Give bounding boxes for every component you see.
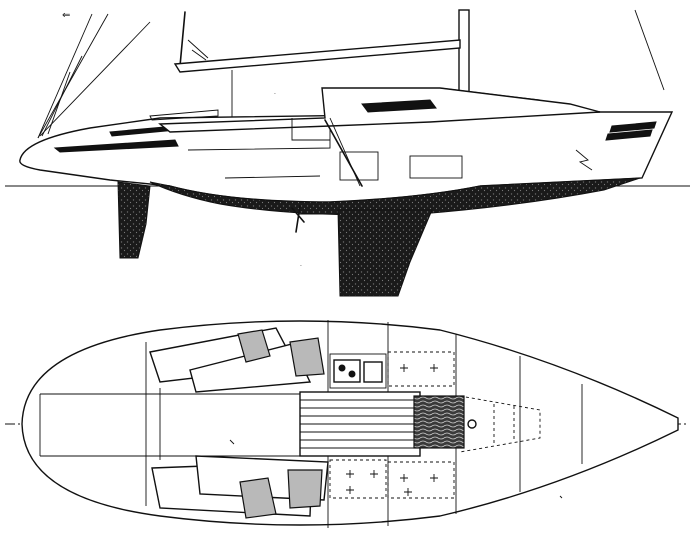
boom (173, 39, 461, 73)
underwater-hull (149, 177, 641, 216)
backstay (634, 9, 665, 91)
cabin-window (361, 99, 437, 113)
aft-lockers (329, 351, 541, 499)
settee-upper (149, 327, 325, 393)
galley (329, 353, 387, 389)
settee-lower (151, 455, 329, 519)
fittings (346, 364, 438, 496)
stern-stripe (609, 121, 657, 133)
rudder (117, 181, 151, 259)
winch (467, 419, 477, 429)
accommodation-plan-view (5, 320, 688, 528)
mainsail-foot (179, 11, 209, 67)
propeller (291, 205, 340, 233)
companionway-hatch (413, 395, 465, 449)
cockpit-sole (299, 391, 421, 457)
keel (337, 209, 433, 297)
profile-view: ⇐ (5, 9, 690, 297)
bow-stripe (53, 139, 179, 153)
headsail-stays (37, 13, 151, 139)
detail-mark: · (274, 91, 276, 98)
arrow-glyph: ⇐ (62, 10, 70, 21)
detail-mark: · (300, 263, 302, 270)
